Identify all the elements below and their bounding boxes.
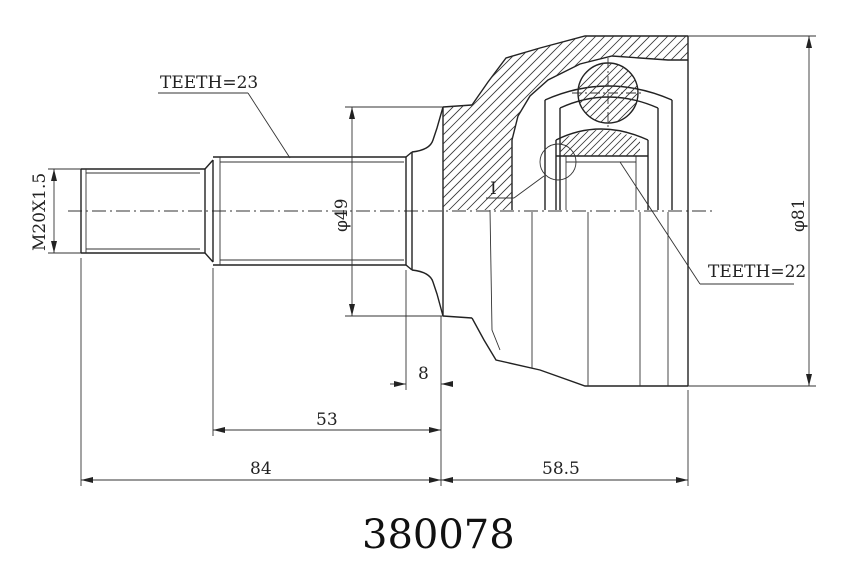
hatch-line	[506, 36, 688, 210]
hatch-line	[533, 36, 688, 210]
threaded-stub	[80, 159, 214, 263]
hatch-line	[560, 130, 591, 156]
dim-spline-length: 53	[316, 410, 338, 430]
hatch-line	[586, 63, 638, 123]
hatch-line	[565, 130, 612, 156]
hatch-line	[623, 36, 688, 210]
hatch-line	[643, 60, 711, 128]
hatch-line	[560, 36, 688, 210]
hatch-line	[632, 36, 688, 210]
hatch-line	[569, 36, 688, 210]
thread-dimension: M20X1.5	[30, 168, 81, 254]
dim-body-length: 58.5	[542, 459, 580, 479]
cage-hatching	[560, 115, 688, 160]
hatch-line	[443, 36, 621, 210]
hatch-line	[594, 63, 638, 123]
hatch-line	[668, 36, 688, 210]
splined-shaft	[212, 106, 444, 317]
hatch-line	[579, 130, 626, 156]
hatch-line	[443, 36, 567, 210]
hatch-line	[641, 36, 688, 210]
hatch-line	[600, 130, 640, 156]
hatch-line	[677, 36, 688, 210]
hatch-line	[443, 36, 585, 210]
hatch-line	[578, 63, 608, 123]
teeth-shaft-callout: TEETH=23	[158, 73, 291, 159]
hatch-line	[643, 115, 688, 160]
section-hatching	[443, 36, 688, 210]
hatch-line	[560, 130, 563, 156]
hatch-line	[443, 36, 495, 210]
hatch-line	[497, 36, 684, 210]
detail-label: I	[490, 179, 497, 199]
shaft-diameter-dimension: φ49	[332, 106, 443, 317]
hatch-line	[578, 63, 632, 123]
hatch-line	[443, 36, 504, 210]
dim-shoulder: 8	[418, 364, 429, 384]
hatch-line	[443, 36, 540, 210]
hatch-line	[578, 63, 600, 123]
hatch-line	[650, 36, 688, 210]
hatch-line	[443, 36, 477, 210]
hatch-line	[614, 130, 640, 156]
hatch-line	[443, 36, 531, 210]
teeth-inner-callout: TEETH=22	[619, 161, 806, 285]
hatch-line	[443, 36, 549, 210]
hatch-line	[593, 130, 640, 156]
hatch-line	[628, 130, 640, 156]
hatch-line	[443, 36, 612, 210]
ball	[572, 58, 711, 128]
hatch-line	[443, 36, 576, 210]
hatch-line	[602, 63, 638, 123]
horizontal-dimensions: 8 53 84 58.5	[80, 258, 689, 486]
hatch-line	[586, 130, 633, 156]
outer-diameter-dimension: φ81	[688, 35, 816, 387]
hatch-line	[524, 36, 688, 210]
thread-label: M20X1.5	[30, 173, 50, 251]
hatch-line	[560, 130, 598, 156]
hatch-line	[621, 130, 640, 156]
teeth-shaft-label: TEETH=23	[160, 73, 258, 93]
hatch-line	[560, 130, 605, 156]
outer-bell-body	[442, 35, 689, 387]
teeth-inner-label: TEETH=22	[708, 262, 806, 282]
hatch-line	[610, 63, 638, 123]
hatch-line	[443, 36, 558, 210]
part-number: 380078	[362, 512, 515, 558]
hatch-line	[686, 36, 688, 210]
hatch-line	[443, 36, 594, 210]
hatch-line	[443, 36, 450, 210]
hatch-line	[443, 36, 486, 210]
dim-shaft-total: 84	[250, 459, 272, 479]
outer-diameter-label: φ81	[789, 198, 809, 232]
hatch-line	[607, 130, 640, 156]
hatch-line	[572, 130, 619, 156]
detail-marker: I	[486, 143, 577, 199]
hatch-line	[578, 63, 624, 123]
hatch-line	[596, 36, 688, 210]
hatch-line	[443, 36, 459, 210]
hatch-line	[560, 130, 577, 156]
hatch-line	[578, 63, 616, 123]
hatch-line	[443, 36, 513, 210]
hatch-line	[634, 63, 638, 123]
hatch-line	[443, 36, 603, 210]
shaft-diameter-label: φ49	[332, 198, 352, 232]
hatch-line	[578, 63, 584, 123]
